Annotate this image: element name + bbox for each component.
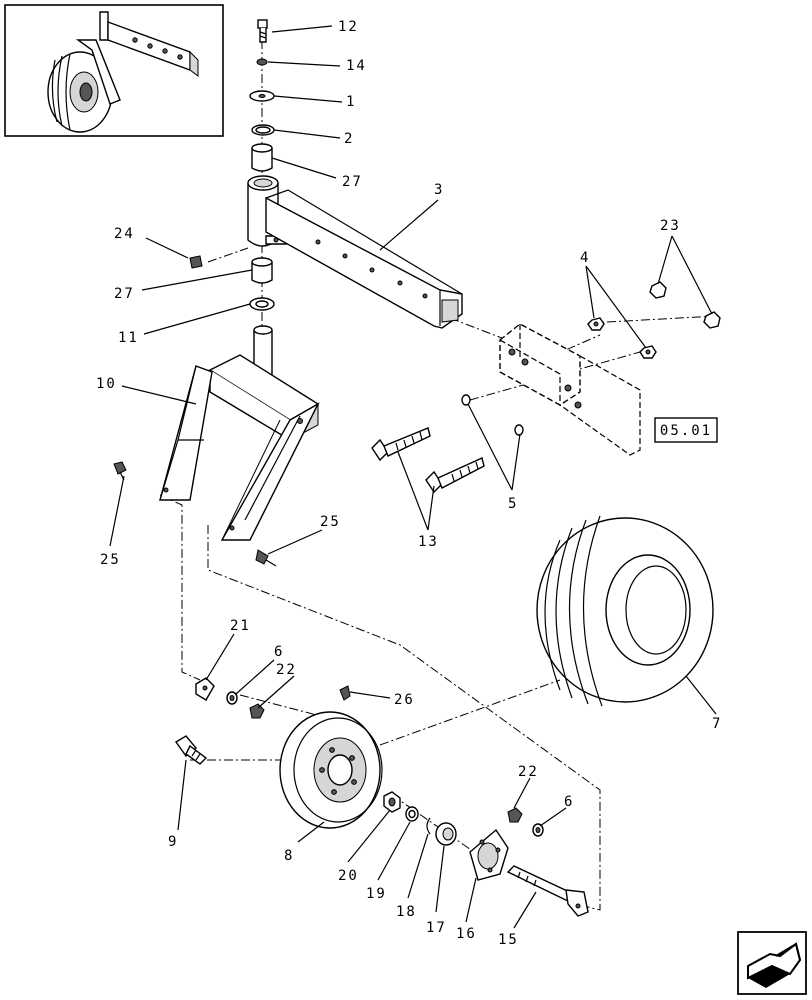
callout-18: 18	[396, 904, 417, 920]
callout-22-left: 22	[276, 662, 297, 678]
bolt-13b	[425, 457, 485, 494]
callout-7: 7	[712, 716, 722, 732]
nut-23b	[703, 311, 721, 329]
callout-5: 5	[508, 496, 518, 512]
callout-6-right: 6	[564, 794, 574, 810]
callout-15: 15	[498, 932, 519, 948]
nut-20	[383, 791, 401, 813]
frame-bracket	[499, 323, 641, 456]
washer-14	[256, 58, 268, 66]
callout-11: 11	[118, 330, 139, 346]
washer-2	[251, 124, 275, 136]
next-page-arrow-icon[interactable]	[737, 931, 807, 995]
washer-1	[249, 90, 275, 102]
callout-3: 3	[434, 182, 444, 198]
callout-25-right: 25	[320, 514, 341, 530]
callout-21: 21	[230, 618, 251, 634]
bolt-13a	[371, 427, 431, 462]
callout-20: 20	[338, 868, 359, 884]
washer-11	[249, 297, 275, 311]
grease-fitting-24	[189, 255, 203, 269]
bolt-9	[174, 735, 208, 765]
callout-17: 17	[426, 920, 447, 936]
bolt-25-right	[255, 549, 277, 567]
washer-5a	[461, 394, 471, 406]
washer-5b	[514, 424, 524, 436]
callouts: 12 14 1 2 27 3 24 27 11 10 4 23 5 13 25 …	[96, 19, 722, 948]
callout-26: 26	[394, 692, 415, 708]
callout-14: 14	[346, 58, 367, 74]
assembly-centerlines	[159, 40, 717, 911]
callout-6-left: 6	[274, 644, 284, 660]
ring-18	[426, 817, 431, 835]
leader-lines	[109, 25, 717, 929]
callout-12: 12	[338, 19, 359, 35]
bracket-21	[195, 677, 215, 701]
nut-22-right	[507, 807, 523, 823]
callout-23: 23	[660, 218, 681, 234]
valve-stem-26	[339, 685, 351, 701]
reference-box-label: 05.01	[660, 423, 712, 439]
callout-10: 10	[96, 376, 117, 392]
nut-4b	[639, 345, 657, 359]
bushing-27-top	[251, 143, 273, 172]
callout-25-left: 25	[100, 552, 121, 568]
callout-27-top: 27	[342, 174, 363, 190]
callout-9: 9	[168, 834, 178, 850]
callout-27-lower: 27	[114, 286, 135, 302]
nut-22-left	[249, 703, 265, 719]
callout-4: 4	[580, 250, 590, 266]
callout-8: 8	[284, 848, 294, 864]
tire-7	[536, 515, 714, 707]
callout-24: 24	[114, 226, 135, 242]
callout-1: 1	[346, 94, 356, 110]
assembly-thumbnail	[4, 4, 224, 137]
callout-22-right: 22	[518, 764, 539, 780]
rim-8	[279, 711, 383, 829]
washer-6-left	[226, 691, 238, 705]
nut-23a	[649, 281, 667, 299]
fork-10	[159, 325, 320, 541]
arm-3	[247, 175, 463, 329]
washer-6-right	[532, 823, 544, 837]
bolt-12	[257, 19, 268, 43]
callout-16: 16	[456, 926, 477, 942]
callout-2: 2	[344, 131, 354, 147]
bushing-27-lower	[251, 257, 273, 284]
spindle-15	[506, 865, 589, 917]
bearing-17	[435, 822, 457, 846]
callout-13: 13	[418, 534, 439, 550]
reference-box[interactable]: 05.01	[654, 417, 718, 443]
hub-16	[469, 828, 509, 881]
callout-19: 19	[366, 886, 387, 902]
nut-4a	[587, 317, 605, 331]
washer-19	[405, 806, 419, 822]
